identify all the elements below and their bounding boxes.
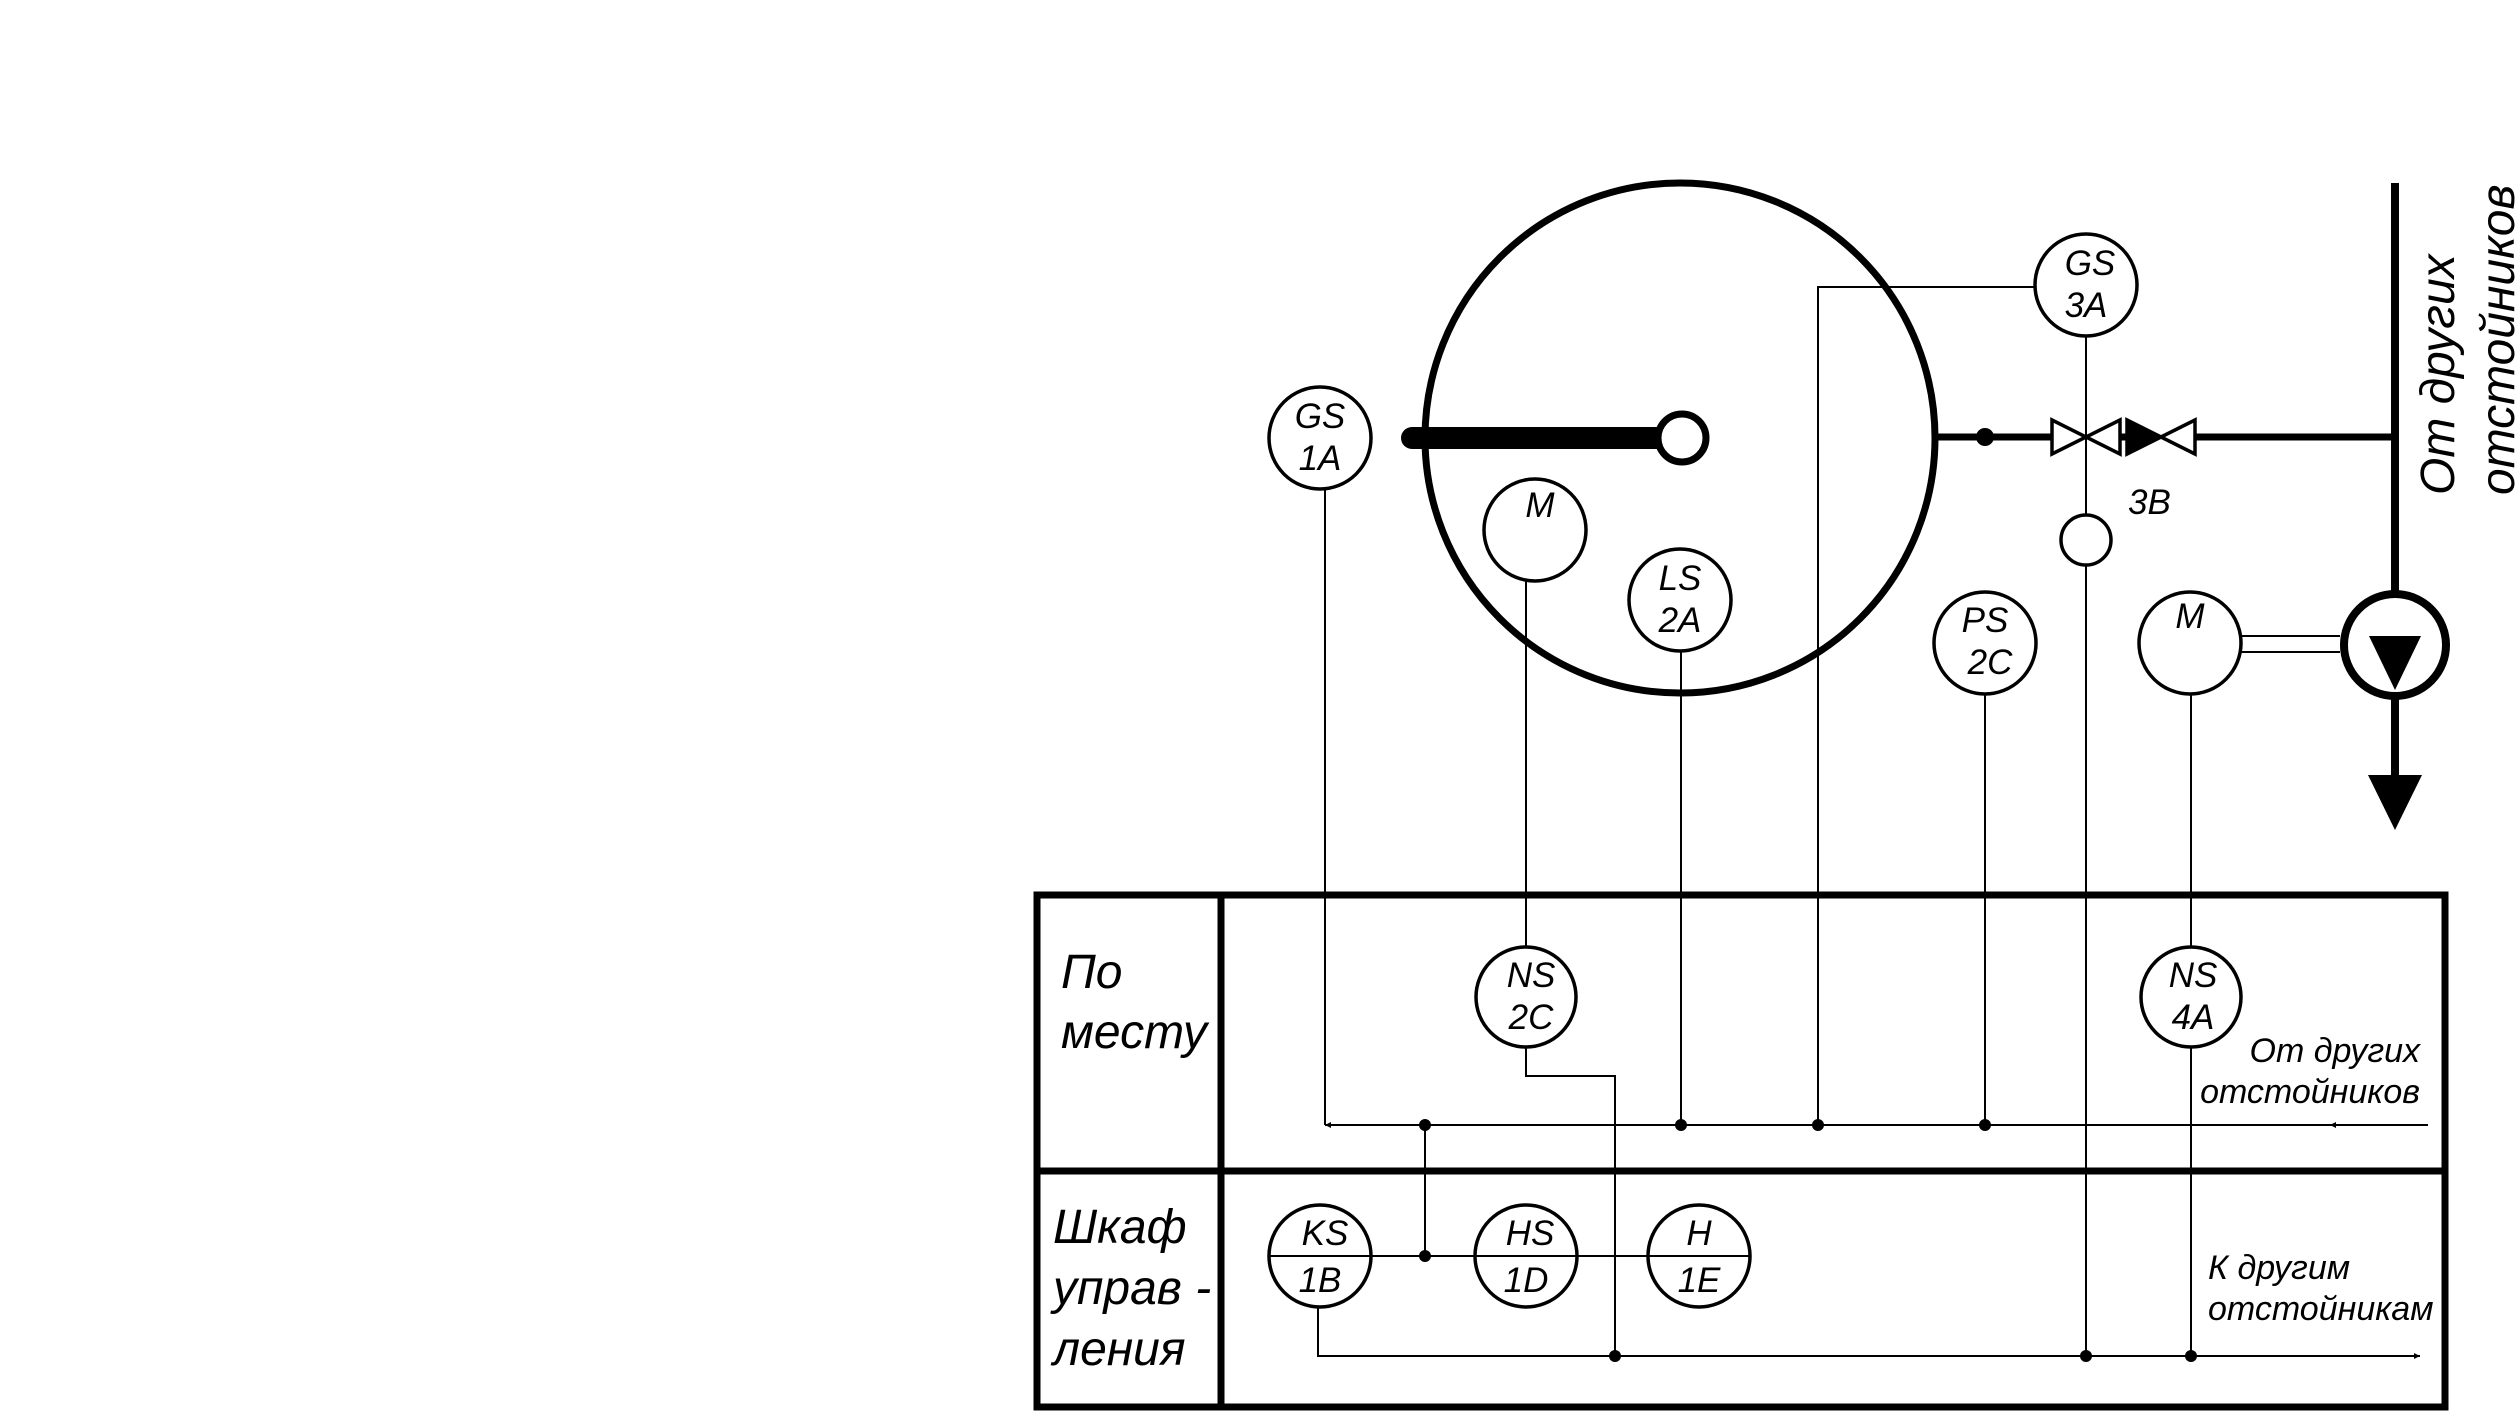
- junction-dot: [1675, 1119, 1687, 1131]
- junction-dot: [2080, 1350, 2092, 1362]
- signal-wiring: [1317, 286, 2428, 1362]
- row-label-local-line2: месту: [1061, 1006, 1210, 1059]
- instrument-tag: HS: [1506, 1214, 1555, 1253]
- instrument-bubble: [1482, 477, 1588, 583]
- bus-to-other-settlers: [1317, 1303, 2420, 1359]
- instrument-number: 2C: [1967, 643, 2013, 682]
- instrument-tag: GS: [2065, 244, 2116, 283]
- bus-label-from-other-line1: От других: [2250, 1032, 2421, 1070]
- row-label-local-line1: По: [1061, 946, 1122, 999]
- wire-ns2c-to-bottom-bus: [1525, 1047, 1616, 1356]
- valve-left-half: [2050, 417, 2090, 457]
- instrument-bubble: [2139, 945, 2243, 1049]
- instrument-gs-1a: GS 1A: [1267, 385, 1373, 491]
- row-label-cabinet-line3: ления: [1050, 1323, 1186, 1376]
- pump-triangle: [2369, 636, 2421, 690]
- instrument-tag: NS: [1507, 956, 1556, 995]
- valve-left-half: [2125, 417, 2165, 457]
- instrument-tag: PS: [1962, 601, 2009, 640]
- label-line: От других: [2412, 252, 2465, 495]
- table-frame: [1033, 891, 2449, 1411]
- instrument-number: 1B: [1299, 1261, 1342, 1300]
- valve-right-half: [2157, 417, 2197, 457]
- row-label-cabinet-line2: управ -: [1050, 1262, 1211, 1315]
- instrument-bubble: [1474, 945, 1578, 1049]
- instrument-tag: NS: [2169, 956, 2218, 995]
- instrument-bubble: [2033, 232, 2139, 338]
- instrument-number: 2C: [1508, 998, 1554, 1037]
- instrument-number: 1D: [1504, 1261, 1549, 1300]
- instrument-number: 1A: [1299, 439, 1342, 478]
- pipe-tap-dot: [1976, 428, 1994, 446]
- junction-dot: [1419, 1119, 1431, 1131]
- junction-dot: [1419, 1250, 1431, 1262]
- instrument-bubble: [2137, 590, 2243, 696]
- instrument-ps-2c: PS 2C: [1932, 590, 2038, 696]
- instrument-hs-1d: HS 1D: [1473, 1203, 1579, 1309]
- bus-label-to-other-line2: отстойникам: [2208, 1290, 2434, 1328]
- valve-right-half: [2082, 417, 2122, 457]
- instrument-m-tank-drive: M: [1482, 477, 1588, 583]
- valve-label-3b: 3В: [2128, 483, 2171, 522]
- instrument-h-1e: H 1E: [1646, 1203, 1752, 1309]
- instrument-bubble: [1267, 385, 1373, 491]
- instrument-m-pump-drive: M: [2137, 590, 2243, 696]
- tank-center-hub: [1654, 410, 1710, 466]
- instrument-bubble: [1627, 547, 1733, 653]
- label-line: отстойников: [2472, 185, 2516, 496]
- instrument-ns-4a: NS 4A: [2139, 945, 2243, 1049]
- label-from-other-settlers-vertical: От других отстойников: [2412, 185, 2516, 496]
- instrument-tag: KS: [1302, 1214, 1349, 1253]
- instrument-ks-1b: KS 1B: [1267, 1203, 1373, 1309]
- junction-dot: [1979, 1119, 1991, 1131]
- instrument-ns-2c: NS 2C: [1474, 945, 1578, 1049]
- instrument-number: 3A: [2065, 286, 2108, 325]
- instrument-tag: GS: [1295, 397, 1346, 436]
- instrument-number: 2A: [1658, 601, 1702, 640]
- junction-dot: [1812, 1119, 1824, 1131]
- location-table: По месту Шкаф управ - ления От других от…: [1033, 891, 2449, 1411]
- instrument-ls-2a: LS 2A: [1627, 547, 1733, 653]
- bus-label-to-other-line1: К другим: [2208, 1249, 2350, 1287]
- instrument-tag: LS: [1659, 559, 1702, 598]
- valve-actuator: [2059, 513, 2113, 567]
- junction-dot: [1609, 1350, 1621, 1362]
- row-label-cabinet-line1: Шкаф: [1053, 1201, 1187, 1254]
- instrument-number: 4A: [2172, 998, 2215, 1037]
- instrument-tag: M: [2175, 597, 2205, 636]
- instrument-gs-3a: GS 3A: [2033, 232, 2139, 338]
- instrument-tag: M: [1525, 486, 1555, 525]
- valve-3b: [2050, 417, 2197, 457]
- wire-gs3a-to-bus: [1817, 286, 2038, 1125]
- instrument-tag: H: [1686, 1214, 1712, 1253]
- process-equipment: [1401, 179, 2450, 830]
- junction-dot: [2185, 1350, 2197, 1362]
- discharge-arrow: [2368, 775, 2422, 830]
- instrument-bubble: [1932, 590, 2038, 696]
- instrument-number: 1E: [1678, 1261, 1721, 1300]
- bus-label-from-other-line2: отстойников: [2200, 1073, 2420, 1111]
